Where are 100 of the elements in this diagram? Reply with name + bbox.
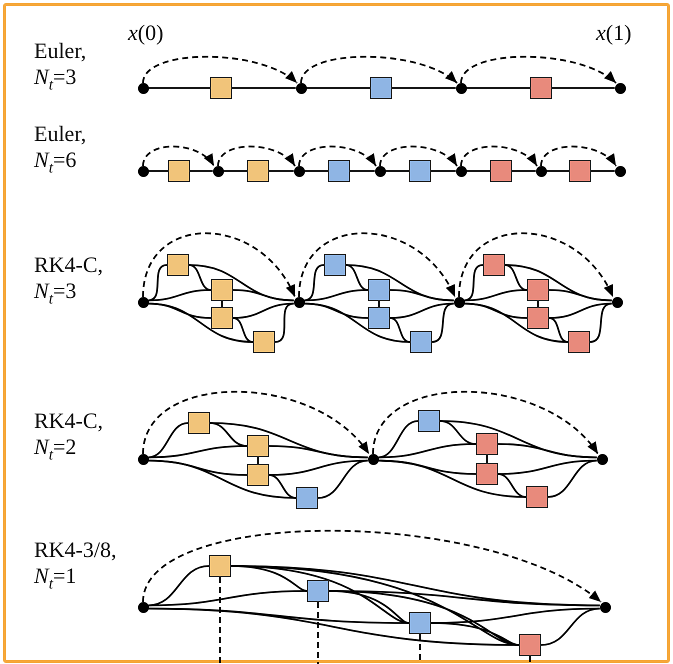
connector-line <box>537 301 539 307</box>
junction-dot <box>138 454 148 464</box>
connector-line <box>318 460 368 499</box>
connector-line <box>268 445 368 458</box>
connector-line <box>385 170 409 172</box>
connector-line <box>378 420 418 458</box>
connector-line <box>432 302 454 343</box>
junction-dot <box>536 166 546 176</box>
connector-line <box>148 289 212 302</box>
connector-line <box>304 264 324 302</box>
connector-line <box>552 87 615 89</box>
row-label: RK4-C, N$_{t}$=2 <box>34 408 104 466</box>
dashed-arrow <box>142 56 298 84</box>
row-label: RK4-C, N$_{t}$=3 <box>34 252 104 310</box>
connector-line <box>504 264 528 291</box>
connector-line <box>148 590 308 606</box>
connector-line <box>498 443 597 458</box>
row-label: RK4-3/8, N$_{t}$=1 <box>34 537 118 594</box>
stage-square <box>211 307 233 329</box>
connector-line <box>431 170 456 172</box>
connector-line <box>304 289 368 302</box>
stage-square <box>167 254 189 276</box>
junction-dot <box>614 82 626 94</box>
junction-dot <box>138 602 148 612</box>
connector-line <box>148 460 296 499</box>
connector-line <box>464 289 528 302</box>
connector-line <box>232 317 254 343</box>
stage-square <box>296 487 318 509</box>
junction-dot <box>138 166 148 176</box>
stage-square <box>368 307 390 329</box>
stage-square <box>476 433 498 455</box>
connector-line <box>464 264 484 302</box>
dashed-arrow <box>298 146 377 167</box>
dashed-arrow <box>300 56 458 84</box>
stage-square <box>211 279 233 301</box>
stage-square <box>368 279 390 301</box>
junction-dot <box>612 296 622 308</box>
connector-line <box>346 264 368 291</box>
stage-square <box>210 77 232 99</box>
connector-line <box>546 170 569 172</box>
dashed-arrow <box>142 390 370 455</box>
stage-square <box>409 612 431 634</box>
stage-square <box>209 555 231 577</box>
dashed-arrow <box>458 232 614 298</box>
stage-square <box>168 160 190 182</box>
dashed-arrow <box>142 146 215 167</box>
stage-square <box>476 463 498 485</box>
stage-square <box>418 410 440 432</box>
stage-square <box>483 254 505 276</box>
stage-square <box>253 331 275 353</box>
dashed-arrow <box>460 56 617 84</box>
connector-line <box>148 565 210 606</box>
connector-line <box>329 590 600 606</box>
stage-square <box>188 412 210 434</box>
stage-square <box>410 331 432 353</box>
point-label: x(0) <box>128 20 164 46</box>
connector-line <box>466 170 490 172</box>
stage-square <box>324 254 346 276</box>
connector-line <box>390 289 454 302</box>
junction-dot <box>454 296 464 308</box>
stage-square <box>328 160 350 182</box>
connector-line <box>548 317 568 343</box>
connector-line <box>269 170 294 172</box>
connector-line <box>148 422 188 458</box>
dashed-arrow <box>379 146 458 167</box>
junction-dot <box>296 82 306 94</box>
junction-dot <box>456 166 466 176</box>
connector-line <box>466 87 530 89</box>
connector-line <box>232 87 296 89</box>
stage-square <box>370 77 392 99</box>
connector-line <box>148 445 248 458</box>
junction-dot <box>614 166 626 176</box>
connector-line <box>304 302 410 343</box>
junction-dot <box>456 82 466 94</box>
connector-line <box>306 87 370 89</box>
connector-line <box>390 317 410 343</box>
connector-line <box>232 289 294 302</box>
dashed-arrow <box>298 232 456 298</box>
dashed-arrow <box>142 530 602 603</box>
connector-line <box>148 170 168 172</box>
stage-square <box>247 435 269 457</box>
connector-line <box>591 170 615 172</box>
junction-dot <box>212 166 224 176</box>
connector-line <box>548 460 597 498</box>
dashed-arrow <box>372 390 599 455</box>
connector-line <box>188 264 212 291</box>
connector-line <box>590 302 612 343</box>
point-label: x(1) <box>596 20 632 46</box>
junction-dot <box>294 166 304 176</box>
connector-line <box>498 473 526 498</box>
stage-square <box>530 77 552 99</box>
connector-line <box>274 302 294 343</box>
connector-line <box>304 170 328 172</box>
dashed-line <box>529 656 531 664</box>
connector-line <box>464 302 568 343</box>
connector-line <box>392 87 456 89</box>
stage-square <box>526 486 548 508</box>
stage-square <box>569 160 591 182</box>
connector-line <box>486 455 488 463</box>
dashed-line <box>317 602 319 664</box>
